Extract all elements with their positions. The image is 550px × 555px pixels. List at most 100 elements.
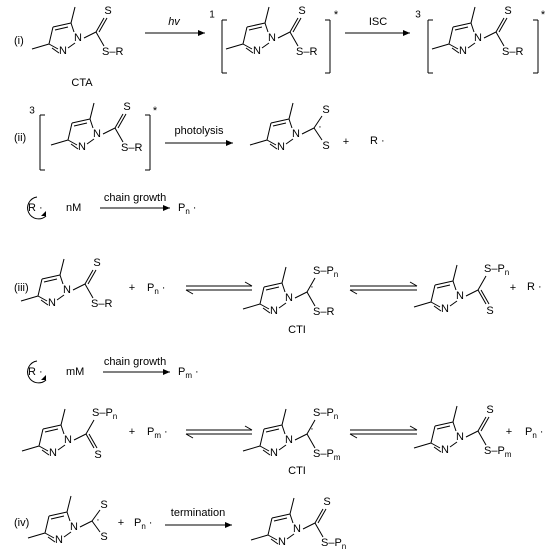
upper-chain-label: S–Pn [313,407,338,421]
thiyl-radical-pyrazole [249,102,315,150]
c-s-double-bond [95,17,105,33]
isc-label: ISC [369,16,387,28]
n-c-bond [301,127,315,135]
cta-thio [95,17,108,47]
ring-bond [259,445,270,452]
c-s-double-bond [292,17,302,33]
methyl-bond [59,258,65,276]
radical-dot: · [310,281,314,293]
n-c-bond [294,291,308,299]
terminated-thio [314,508,327,538]
ring-bond [59,274,64,285]
n-c-bond [79,520,93,528]
chain-growth-arrow [100,205,170,211]
left-bracket [39,114,45,171]
ring-bond [430,284,436,303]
sulfur-atom: S [104,5,111,17]
ring-double-bond [433,305,442,312]
propagation-cycle-icon [27,360,47,384]
c-s-bond [91,520,101,533]
ring-bond [448,26,454,45]
cta-thio-iii [84,269,97,299]
forward-arrow-head [409,425,418,431]
excited-marker: * [153,105,158,117]
methyl-bond [264,6,270,24]
plus-sign: + [343,136,349,148]
nitrogen-atom: N [474,32,482,44]
chain-growth-label: chain growth [104,192,166,204]
left-bracket [221,19,227,74]
nitrogen-atom: N [278,536,286,548]
macro-cta-pyrazole [413,264,479,312]
n-c-bond [73,433,87,441]
methyl-bond [281,266,287,284]
sulfur-atom: S [322,140,329,152]
ring-double-bond [248,26,263,31]
sulfur-atom: S [298,5,305,17]
sulfur-atom: S [100,531,107,543]
ring-bond [281,282,286,293]
ring-bond [286,533,295,540]
step-ii-label: (ii) [14,132,26,144]
ring-bond [38,445,49,452]
step-i-label: (i) [14,35,24,47]
thio-chain-label: S–R [91,298,112,310]
r-radical-label: R · [370,135,385,147]
forward-arrow-head [409,281,418,287]
ring-bond [264,22,269,33]
sulfur-atom: S [486,305,493,317]
ring-bond [44,515,50,534]
excited-marker: * [334,9,339,21]
c-s-bond [495,31,505,47]
ring-bond [266,139,277,146]
c-s-double-bond [88,433,98,449]
ring-bond [259,428,265,447]
nitrogen-atom: N [456,431,464,443]
reverse-arrow-head [349,289,358,295]
methyl-bond [89,102,95,120]
ring-bond [66,511,71,522]
c-s-double-bond [480,289,490,305]
methyl-bond [27,532,46,539]
lower-chain-label: S–R [313,306,334,318]
ring-double-bond [454,26,469,31]
c-s-double-bond [117,113,127,129]
equilibrium-arrows-1 [185,281,253,295]
nitrogen-atom: N [285,434,293,446]
ring-bond [266,122,272,141]
lower-chain-label: S–Pm [313,448,341,462]
cycle-arc [27,196,47,220]
excited-marker: * [541,9,546,21]
c-s-bond [477,430,487,446]
radical-dot: · [96,514,100,526]
ring-double-bond [54,26,69,31]
ring-bond [449,300,458,307]
plus-sign: + [129,426,135,438]
cti-core [306,419,316,449]
methyl-bond [20,295,39,302]
sulfur-atom: S [323,496,330,508]
ring-double-bond [270,538,279,545]
reverse-arrow-head [185,289,194,295]
ring-double-bond [436,425,451,430]
nitrogen-atom: N [253,45,261,57]
ring-double-bond [262,307,271,314]
ring-bond [267,517,273,536]
ring-bond [281,424,286,435]
ring-bond [270,118,290,124]
ring-bond [71,118,91,124]
reverse-arrow-head [185,433,194,439]
n-c-bond [465,289,479,297]
nitrogen-atom: N [293,523,301,535]
ring-bond [449,441,458,448]
triplet-marker: 3 [415,10,421,21]
r-radical-label: R · [28,366,43,378]
ring-double-bond [269,143,278,150]
macro-cta-pyrazole-3 [413,405,479,453]
c-s-double-bond [498,17,508,33]
ring-bond [470,22,475,33]
c-s-bond [114,127,124,143]
plus-sign: + [510,282,516,294]
ring-bond [242,43,253,50]
ring-bond [271,513,291,519]
